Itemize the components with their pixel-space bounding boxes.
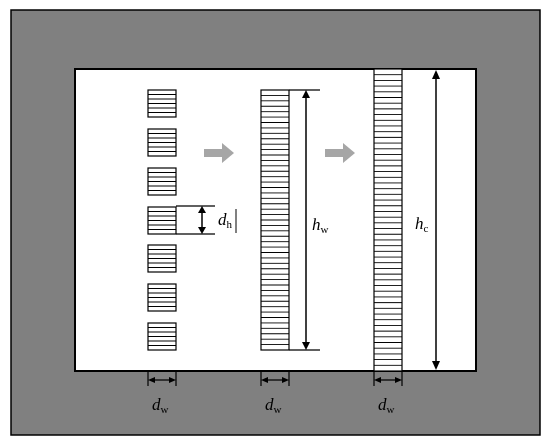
dw-mid-arrowhead-l [261,377,268,383]
hw-label: hw [312,215,329,236]
dw-right-arrowhead-l [374,377,381,383]
dw-label-mid: dw [265,395,282,416]
dw-label-left: dw [152,395,169,416]
process-arrow-2 [325,143,355,163]
dw-dimension-left [147,371,177,386]
hc-arrowhead-bottom [432,361,440,370]
dh-label: dh [218,210,233,231]
dw-right-arrowhead-r [395,377,402,383]
dw-dimension-mid [260,371,290,386]
dw-label-right: dw [378,395,395,416]
hc-arrowhead-top [432,70,440,79]
merged-column-hw [260,89,290,351]
hw-arrowhead-bottom [302,342,310,350]
dh-arrowhead-bottom [198,227,206,234]
dw-left-arrowhead-l [148,377,155,383]
dh-arrowhead-top [198,206,206,213]
dw-dimension-right [373,371,403,386]
separate-stacks-group [147,89,177,351]
dw-mid-arrowhead-r [282,377,289,383]
hw-arrowhead-top [302,90,310,98]
full-column-hc [373,68,403,372]
hw-dimension [289,89,320,351]
dw-left-arrowhead-r [169,377,176,383]
column-hc [373,68,403,372]
hc-label: hc [415,214,429,235]
process-arrow-1 [204,143,234,163]
